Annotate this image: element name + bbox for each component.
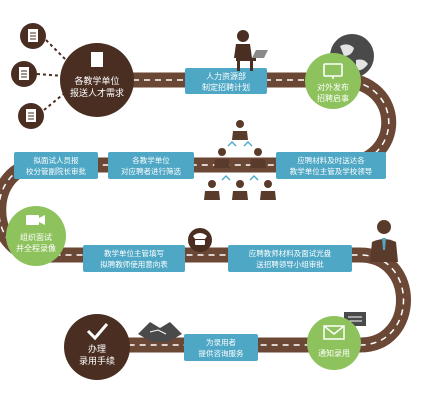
step-6-line-2: 校分管副院长审批 <box>26 166 86 176</box>
step-8-line-2: 拟聘教师使用意向表 <box>100 259 168 269</box>
step-1-line-1: 各教学单位 <box>74 75 119 87</box>
document-icon <box>20 23 46 49</box>
document-icon <box>11 61 37 87</box>
step-7-node: 组织面试 并全程录像 <box>6 206 66 266</box>
step-12-node: 办理 录用手续 <box>64 314 130 380</box>
step-11-line-1: 为录用者 <box>206 337 236 347</box>
person-at-laptop-icon <box>234 30 268 71</box>
step-3-line-2: 招聘启事 <box>317 93 349 103</box>
video-camera-icon <box>26 215 45 225</box>
businessman-icon <box>370 220 398 262</box>
step-5-line-1: 各教学单位 <box>132 155 170 165</box>
step-12-line-2: 录用手续 <box>79 355 115 367</box>
step-9-box: 应聘教师材料及面试光盘 送招聘领导小组审批 <box>228 245 352 272</box>
road-dashes <box>0 79 405 346</box>
road <box>0 72 411 353</box>
document-icons <box>11 23 67 129</box>
checkmark-icon <box>86 323 109 341</box>
step-3-line-1: 对外发布 <box>317 82 349 92</box>
step-1-line-2: 报送人才需求 <box>70 87 124 99</box>
step-9-line-2: 送招聘领导小组审批 <box>256 259 324 269</box>
org-chart-icon <box>204 120 276 200</box>
step-10-line-1: 通知录用 <box>318 348 350 358</box>
step-4-line-1: 应聘材料及时送达各 <box>297 155 365 165</box>
step-9-line-1: 应聘教师材料及面试光盘 <box>249 248 332 258</box>
step-8-box: 教学单位主管填写 拟聘教师使用意向表 <box>83 245 185 272</box>
step-4-box: 应聘材料及时送达各 教学单位主管及学校领导 <box>276 152 386 179</box>
step-10-node: 通知录用 <box>307 316 361 370</box>
step-5-line-2: 对应聘者进行筛选 <box>121 166 181 176</box>
speech-bubble-icon <box>344 312 366 332</box>
step-7-line-2: 并全程录像 <box>16 243 56 253</box>
envelope-icon <box>323 325 345 340</box>
road-segment-1 <box>0 72 411 353</box>
step-11-box: 为录用者 提供咨询服务 <box>184 334 258 361</box>
step-7-line-1: 组织面试 <box>20 232 52 242</box>
step-1-node: 各教学单位 报送人才需求 <box>60 43 134 117</box>
step-5-box: 各教学单位 对应聘者进行筛选 <box>108 152 194 179</box>
phone-icon <box>188 228 212 252</box>
step-4-line-2: 教学单位主管及学校领导 <box>290 166 373 176</box>
step-8-line-1: 教学单位主管填写 <box>104 248 164 258</box>
step-2-line-2: 制定招聘计划 <box>202 82 250 92</box>
step-6-line-1: 拟面试人员报 <box>34 155 79 165</box>
monitor-icon <box>323 63 343 79</box>
document-icon <box>91 52 103 67</box>
step-3-node: 对外发布 招聘启事 <box>305 53 361 109</box>
step-11-line-2: 提供咨询服务 <box>199 348 244 358</box>
document-icon <box>18 103 44 129</box>
step-6-box: 拟面试人员报 校分管副院长审批 <box>14 152 98 179</box>
step-12-line-1: 办理 <box>88 343 106 355</box>
handshake-icon <box>138 322 182 342</box>
step-2-line-1: 人力资源部 <box>206 71 246 81</box>
step-2-box: 人力资源部 制定招聘计划 <box>185 68 267 94</box>
